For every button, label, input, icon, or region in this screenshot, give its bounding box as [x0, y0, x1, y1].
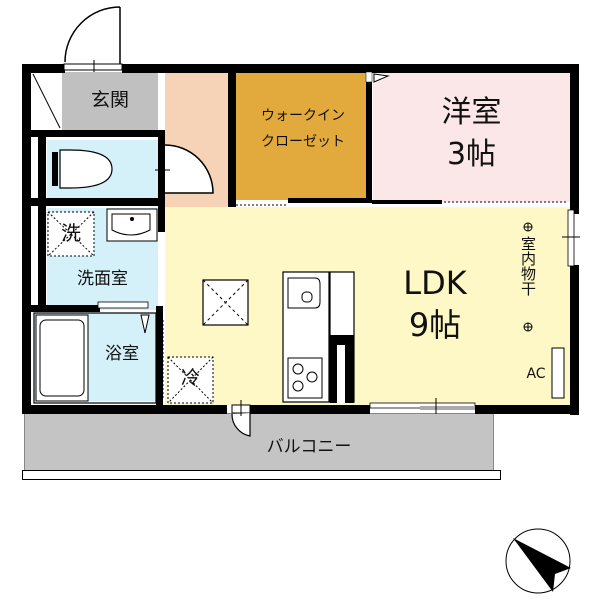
- entrance-area: [62, 72, 158, 130]
- ldk-label: LDK: [403, 264, 467, 302]
- outer-wall-bottom-right: [475, 405, 579, 414]
- outer-wall-bottom: [22, 405, 227, 414]
- entrance-label: 玄関: [90, 89, 129, 111]
- western-room-area: [373, 72, 570, 202]
- wall-western-bottom: [372, 200, 442, 204]
- balcony-rail: [22, 470, 501, 480]
- wall-left-inner: [38, 137, 46, 312]
- wic-label-line1: ウォークイン: [261, 108, 345, 124]
- refrigerator-label: 冷: [180, 367, 200, 389]
- wall-wic-bottom: [288, 198, 372, 203]
- outer-wall-left: [22, 64, 31, 414]
- ldk-size: 9帖: [408, 306, 462, 344]
- ac-label: AC: [526, 366, 546, 382]
- western-room-size: 3帖: [446, 137, 497, 172]
- outer-wall-bottom-mid: [250, 405, 370, 414]
- wall-wet-right: [158, 137, 165, 232]
- bathroom-label: 浴室: [105, 344, 139, 364]
- wall-toilet-bottom: [30, 198, 165, 206]
- wall-corridor-right: [228, 64, 236, 207]
- western-room-label: 洋室: [441, 95, 502, 130]
- wall-entrance-bottom: [30, 130, 165, 137]
- wall-bath-right: [156, 306, 163, 406]
- wall-wash-bottom: [30, 305, 100, 312]
- washroom-label: 洗面室: [77, 269, 128, 289]
- outer-wall-right: [570, 64, 579, 214]
- balcony-label: バルコニー: [266, 437, 352, 457]
- washing-machine-label: 洗: [61, 221, 81, 245]
- walk-in-closet-area: [236, 72, 370, 200]
- wic-label-line2: クローゼット: [261, 134, 345, 150]
- indoor-drying-label: 室内物干: [519, 236, 537, 296]
- outer-wall-top-left: [22, 64, 65, 73]
- wall-wic-right: [366, 82, 372, 202]
- outer-wall-right-lower: [570, 265, 579, 415]
- outer-wall-top-right: [122, 64, 578, 73]
